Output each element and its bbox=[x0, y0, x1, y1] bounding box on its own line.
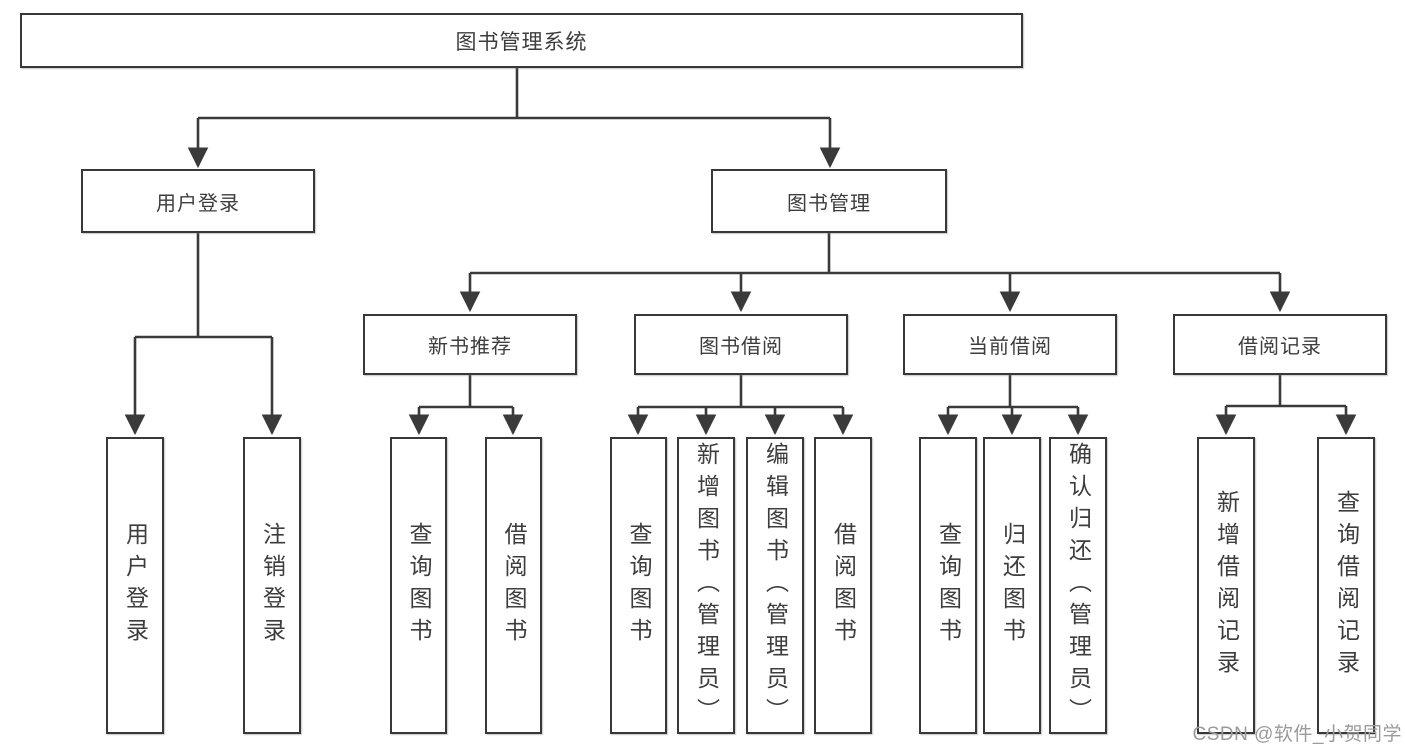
node-label: 图书管理 bbox=[787, 192, 871, 215]
leaf-query-books: 查询图书 bbox=[919, 437, 977, 734]
node-label: 新增图书（管理员） bbox=[693, 441, 720, 730]
leaf-add-borrow-record: 新增借阅记录 bbox=[1197, 437, 1255, 734]
node-root-system: 图书管理系统 bbox=[20, 13, 1023, 68]
leaf-borrow-books: 借阅图书 bbox=[814, 437, 872, 734]
node-label: 查询图书 bbox=[935, 521, 962, 650]
connector-trunks bbox=[135, 68, 1346, 409]
node-label: 图书借阅 bbox=[699, 336, 783, 358]
node-label: 借阅记录 bbox=[1238, 336, 1322, 358]
node-label: 确认归还（管理员） bbox=[1065, 441, 1092, 730]
leaf-query-borrow-record: 查询借阅记录 bbox=[1317, 437, 1375, 734]
leaf-add-books-admin: 新增图书（管理员） bbox=[677, 437, 735, 734]
watermark: CSDN @软件_小贺同学 bbox=[1192, 724, 1402, 745]
leaf-confirm-return-admin: 确认归还（管理员） bbox=[1049, 437, 1107, 734]
leaf-query-books: 查询图书 bbox=[390, 437, 447, 734]
leaf-query-books: 查询图书 bbox=[610, 437, 667, 734]
leaf-user-login: 用户登录 bbox=[106, 437, 164, 734]
node-label: 注销登录 bbox=[259, 521, 286, 650]
node-user-login: 用户登录 bbox=[81, 169, 315, 233]
node-label: 查询图书 bbox=[626, 521, 652, 650]
leaf-edit-books-admin: 编辑图书（管理员） bbox=[746, 437, 804, 734]
node-borrowing-records: 借阅记录 bbox=[1173, 314, 1387, 375]
node-label: 用户登录 bbox=[156, 192, 240, 215]
node-label: 当前借阅 bbox=[968, 336, 1052, 358]
node-label: 查询借阅记录 bbox=[1333, 489, 1360, 682]
node-current-borrowing: 当前借阅 bbox=[903, 314, 1117, 375]
node-label: 图书管理系统 bbox=[455, 30, 588, 54]
node-new-book-recommend: 新书推荐 bbox=[363, 314, 577, 375]
leaf-borrow-books: 借阅图书 bbox=[485, 437, 542, 734]
node-book-borrowing: 图书借阅 bbox=[634, 314, 848, 375]
node-book-management: 图书管理 bbox=[711, 169, 947, 233]
node-label: 借阅图书 bbox=[501, 521, 527, 650]
node-label: 查询图书 bbox=[406, 521, 432, 650]
leaf-return-books: 归还图书 bbox=[983, 437, 1041, 734]
node-label: 归还图书 bbox=[999, 521, 1026, 650]
node-label: 新增借阅记录 bbox=[1213, 489, 1240, 682]
node-label: 新书推荐 bbox=[428, 336, 512, 358]
node-label: 编辑图书（管理员） bbox=[762, 441, 789, 730]
node-label: 用户登录 bbox=[122, 521, 149, 650]
node-label: 借阅图书 bbox=[830, 521, 857, 650]
leaf-logout: 注销登录 bbox=[243, 437, 301, 734]
